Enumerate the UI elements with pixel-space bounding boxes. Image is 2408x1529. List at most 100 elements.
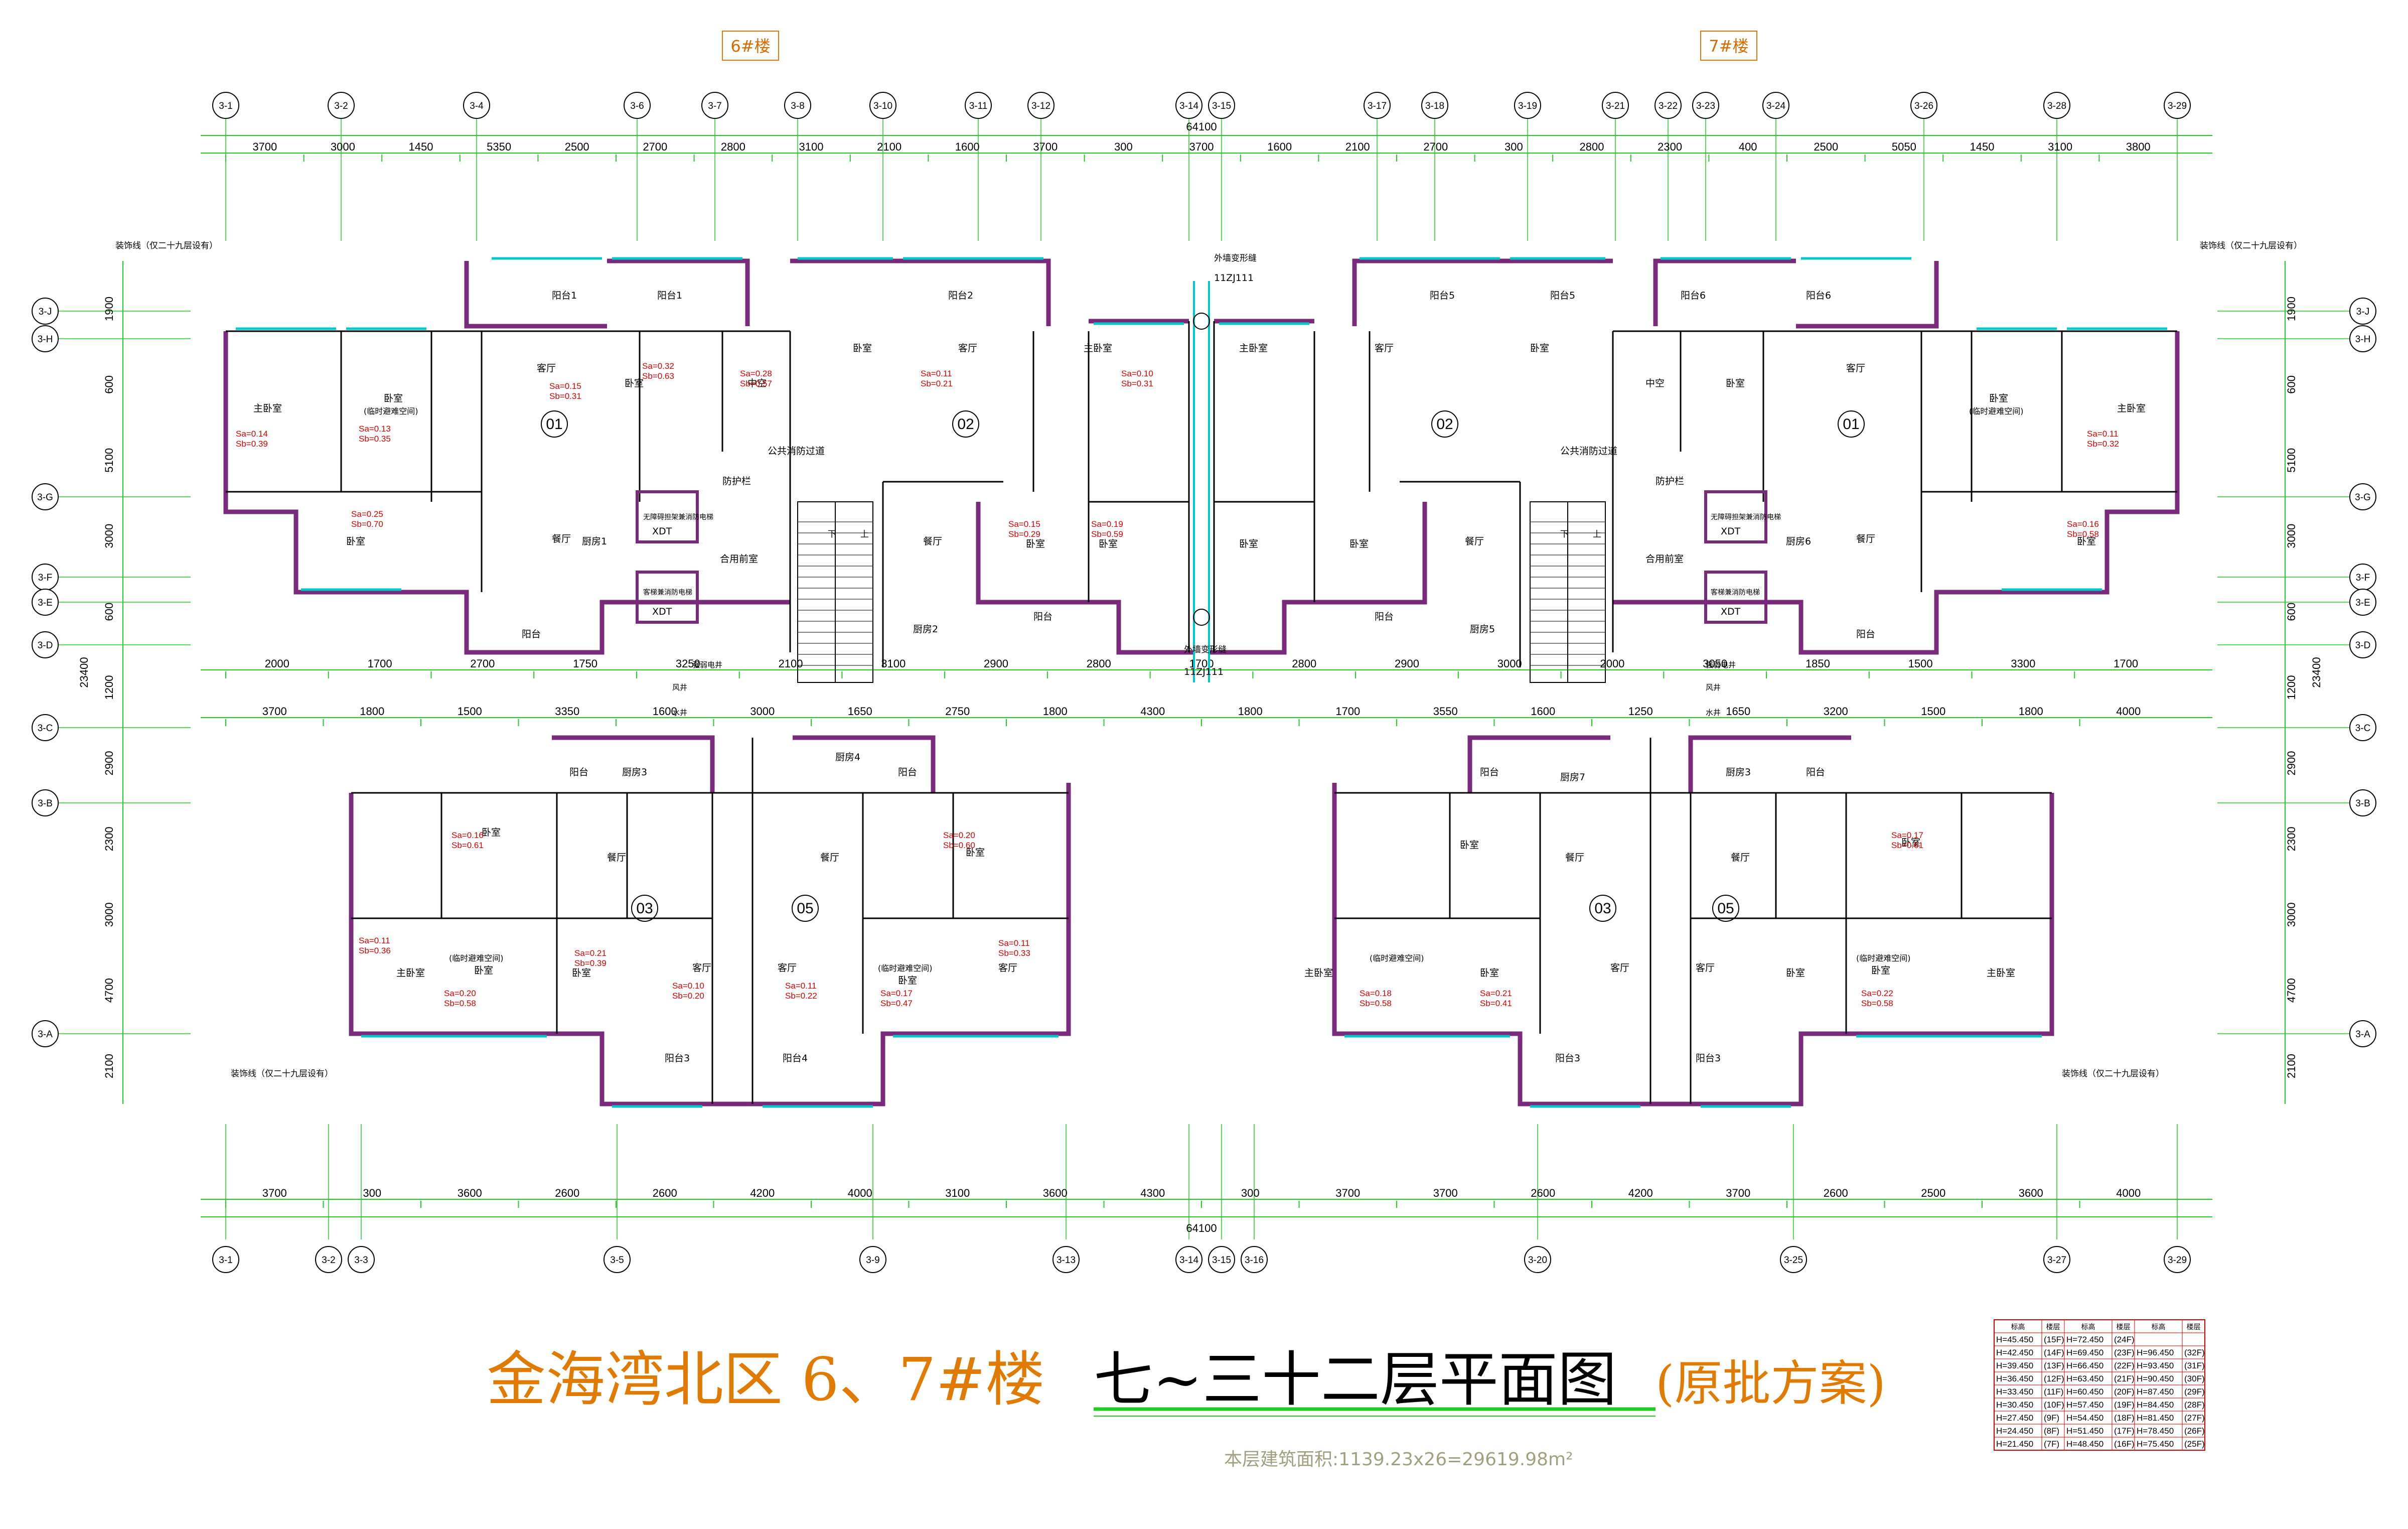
room-bedroom-3: 卧室 (853, 343, 872, 354)
room-bedroom-s5: 卧室 (898, 975, 917, 986)
grid-bubble-top-3-15: 3-15 (1208, 92, 1235, 119)
level-cell-6-5: (27F) (2184, 1413, 2205, 1423)
svg-text:3-12: 3-12 (1031, 101, 1050, 111)
grid-bubble-top-3-4: 3-4 (463, 92, 490, 119)
svg-text:Sa=0.15: Sa=0.15 (549, 381, 581, 391)
svg-text:02: 02 (1436, 416, 1453, 433)
room-balcony-3b: 阳台3 (1555, 1053, 1580, 1064)
grid-bubble-top-3-28: 3-28 (2043, 92, 2070, 119)
room-bedroom-s4: 卧室 (572, 967, 591, 979)
dim-mid-row1-17: 3300 (2011, 657, 2035, 670)
unit-05-5: 05 (792, 895, 819, 922)
dim-bottom-row-8: 3600 (1043, 1187, 1068, 1199)
building-label-6: 6#楼 (722, 31, 779, 61)
svg-text:03: 03 (636, 900, 653, 917)
level-cell-5-2: H=57.450 (2066, 1400, 2103, 1410)
title-main: 金海湾北区 6、7#楼 (487, 1345, 1045, 1414)
dim-mid-row2-10: 1800 (1238, 705, 1263, 718)
svg-text:Sa=0.19: Sa=0.19 (1091, 519, 1123, 529)
dim-mid-row2-3: 3350 (555, 705, 579, 718)
dim-mid-row2-0: 3700 (262, 705, 287, 718)
grid-bubble-right-3-E: 3-E (2349, 589, 2376, 616)
svg-text:Sa=0.11: Sa=0.11 (359, 936, 390, 945)
dim-top-row-6: 2800 (721, 141, 745, 153)
dim-left-col-6: 2900 (103, 751, 115, 775)
lift-4-code: XDT (1721, 606, 1741, 617)
level-cell-6-0: H=27.450 (1996, 1413, 2033, 1423)
svg-text:Sa=0.15: Sa=0.15 (1008, 519, 1040, 529)
dim-top-row-0: 3700 (252, 141, 277, 153)
grid-bubble-top-3-24: 3-24 (1762, 92, 1789, 119)
svg-text:Sb=0.63: Sb=0.63 (642, 371, 674, 381)
grid-bubble-bottom-3-20: 3-20 (1524, 1246, 1551, 1273)
lift-3-label: 无障碍担架兼消防电梯 (1711, 513, 1781, 521)
dim-top-row-22: 1450 (1970, 141, 1995, 153)
room-master-bedroom-4: 主卧室 (2117, 403, 2146, 414)
level-header-0: 标高 (2011, 1323, 2025, 1331)
south-room-labels: 厨房3 厨房4 阳台 阳台 卧室 餐厅 餐厅 卧室 主卧室 (临时避难空间) 卧… (396, 752, 2015, 1064)
dim-right-total: 23400 (2310, 657, 2323, 687)
room-bedroom-12: 卧室 (2077, 536, 2096, 547)
south-walls (349, 735, 2054, 1106)
svg-text:Sa=0.21: Sa=0.21 (1480, 989, 1512, 998)
svg-text:Sb=0.35: Sb=0.35 (359, 434, 391, 444)
dim-bottom-row-4: 2600 (653, 1187, 677, 1199)
room-guardrail-2: 防护栏 (1656, 476, 1684, 487)
level-cell-8-5: (25F) (2184, 1439, 2205, 1449)
room-void-1: 中空 (747, 378, 767, 389)
dim-mid-row2-7: 2750 (945, 705, 970, 718)
room-kitchen-1: 厨房1 (582, 536, 607, 547)
dim-left-col-10: 2100 (103, 1054, 115, 1078)
dim-mid-row1-7: 2900 (984, 657, 1008, 670)
room-master-bedroom-3: 主卧室 (1239, 343, 1268, 354)
room-kitchen-3a: 厨房3 (622, 767, 647, 778)
dim-top-row-8: 2100 (877, 141, 901, 153)
level-cell-7-4: H=78.450 (2137, 1426, 2174, 1436)
room-balcony-6b: 阳台6 (1806, 290, 1831, 301)
dim-mid-row1-10: 2800 (1292, 657, 1316, 670)
dim-bottom-total: 64100 (1186, 1222, 1217, 1234)
dim-top-row-7: 3100 (799, 141, 824, 153)
shaft-label-2: 强弱电井 (1706, 660, 1736, 669)
level-cell-6-2: H=54.450 (2066, 1413, 2103, 1423)
lift-1-code: XDT (652, 526, 672, 537)
level-header-4: 标高 (2152, 1323, 2166, 1331)
grid-bubble-right-3-B: 3-B (2349, 789, 2376, 816)
dim-right-col-2: 5100 (2285, 448, 2298, 473)
room-master-bedroom-s1: 主卧室 (396, 967, 425, 979)
svg-text:3-10: 3-10 (873, 101, 892, 111)
svg-text:3-8: 3-8 (791, 101, 804, 111)
dim-top-row-16: 300 (1504, 141, 1523, 153)
dim-bottom-row-10: 300 (1241, 1187, 1260, 1199)
level-cell-2-2: H=66.450 (2066, 1361, 2103, 1370)
dim-top-row-3: 5350 (487, 141, 511, 153)
room-balcony-1b: 阳台1 (657, 290, 682, 301)
svg-text:3-20: 3-20 (1528, 1255, 1547, 1266)
shaft-wind-2: 风井 (1706, 683, 1721, 692)
svg-text:Sa=0.22: Sa=0.22 (1861, 989, 1893, 998)
svg-text:3-E: 3-E (2355, 598, 2370, 608)
level-cell-7-2: H=51.450 (2066, 1426, 2103, 1436)
dim-bottom-row-12: 3700 (1433, 1187, 1458, 1199)
floor-area: 本层建筑面积:1139.23x26=29619.98m² (1224, 1449, 1573, 1470)
svg-text:3-22: 3-22 (1659, 101, 1678, 111)
dim-mid-row2-16: 3200 (1824, 705, 1848, 718)
level-cell-1-5: (32F) (2184, 1348, 2205, 1357)
svg-text:01: 01 (546, 416, 562, 433)
room-guardrail-1: 防护栏 (722, 476, 751, 487)
dim-mid-row2-6: 1650 (848, 705, 872, 718)
dim-top-row-20: 2500 (1814, 141, 1838, 153)
dim-mid-row1-16: 1500 (1908, 657, 1933, 670)
dim-mid-row1-4: 3250 (676, 657, 700, 670)
room-living-1: 客厅 (537, 363, 556, 374)
room-bedroom-10: 卧室 (1239, 538, 1258, 549)
svg-text:Sb=0.31: Sb=0.31 (549, 391, 581, 401)
lift-2-code: XDT (652, 606, 672, 617)
dim-left-col-0: 1900 (103, 297, 115, 321)
